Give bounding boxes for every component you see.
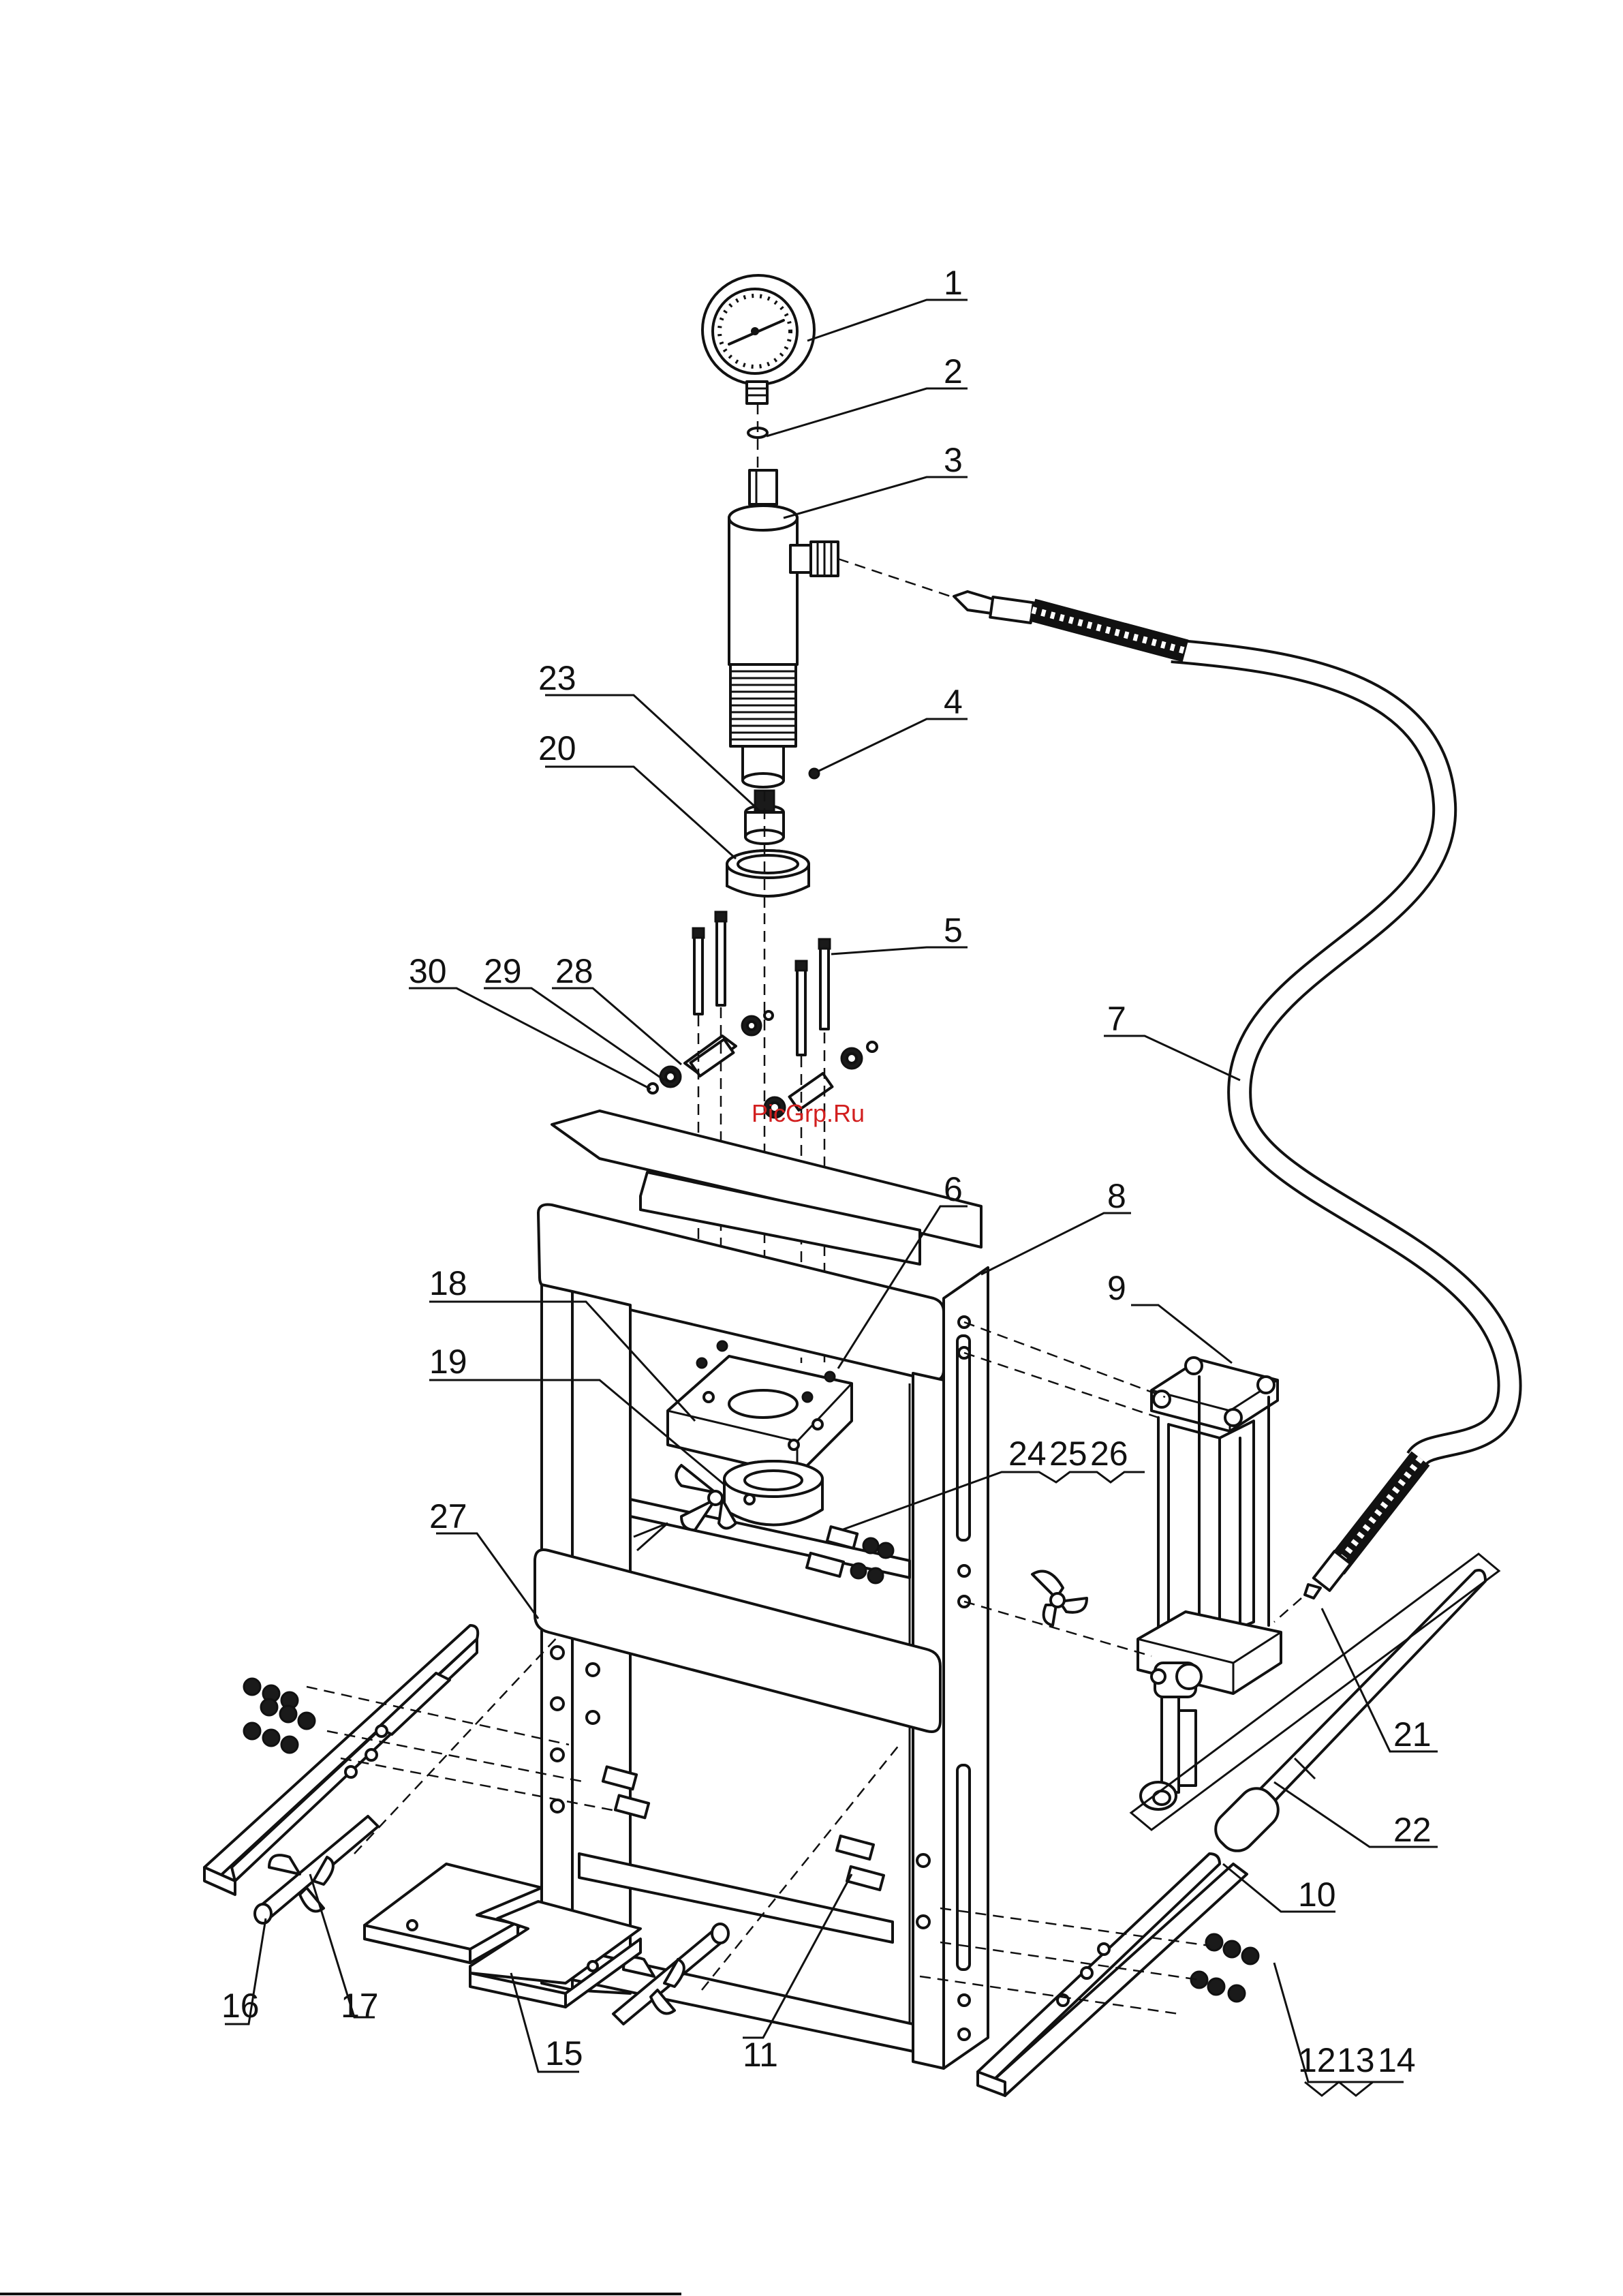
callout-5: 5 [944,911,963,949]
set-screw [809,769,819,778]
callout-13: 13 [1337,2041,1375,2079]
nut-set-right [1191,1934,1258,2002]
callout-28: 28 [555,952,593,990]
callout-19: 19 [429,1343,467,1381]
callout-7: 7 [1107,1000,1126,1038]
callout-30: 30 [409,952,447,990]
callout-9: 9 [1107,1269,1126,1307]
callout-22: 22 [1393,1811,1432,1849]
callout-2: 2 [944,352,963,391]
callout-3: 3 [944,441,963,479]
callout-29: 29 [484,952,522,990]
nut-set-left [244,1679,315,1753]
callout-4: 4 [944,683,963,721]
pressure-gauge [702,275,814,403]
callout-16: 16 [221,1987,260,2025]
wing-knob-right [1032,1572,1087,1626]
ring-20 [727,851,809,896]
callout-20: 20 [538,729,576,767]
callout-8: 8 [1107,1177,1126,1215]
callout-11: 11 [743,2036,778,2074]
bolts-5 [693,912,830,1055]
callout-10: 10 [1298,1876,1336,1914]
callout-24: 24 [1008,1435,1047,1473]
callout-26: 26 [1090,1435,1128,1473]
callout-15: 15 [545,2034,583,2072]
watermark: PicGrp.Ru [752,1099,865,1127]
callout-23: 23 [538,659,576,697]
callout-25: 25 [1049,1435,1087,1473]
callout-1: 1 [944,264,963,302]
hydraulic-cylinder [1138,1358,1281,1809]
callout-17: 17 [341,1987,379,2025]
callout-12: 12 [1298,2041,1336,2079]
callout-14: 14 [1378,2041,1416,2079]
collar-19 [724,1461,822,1525]
callout-27: 27 [429,1497,467,1535]
callout-6: 6 [944,1170,963,1208]
callout-18: 18 [429,1264,467,1302]
callout-21: 21 [1393,1715,1432,1754]
